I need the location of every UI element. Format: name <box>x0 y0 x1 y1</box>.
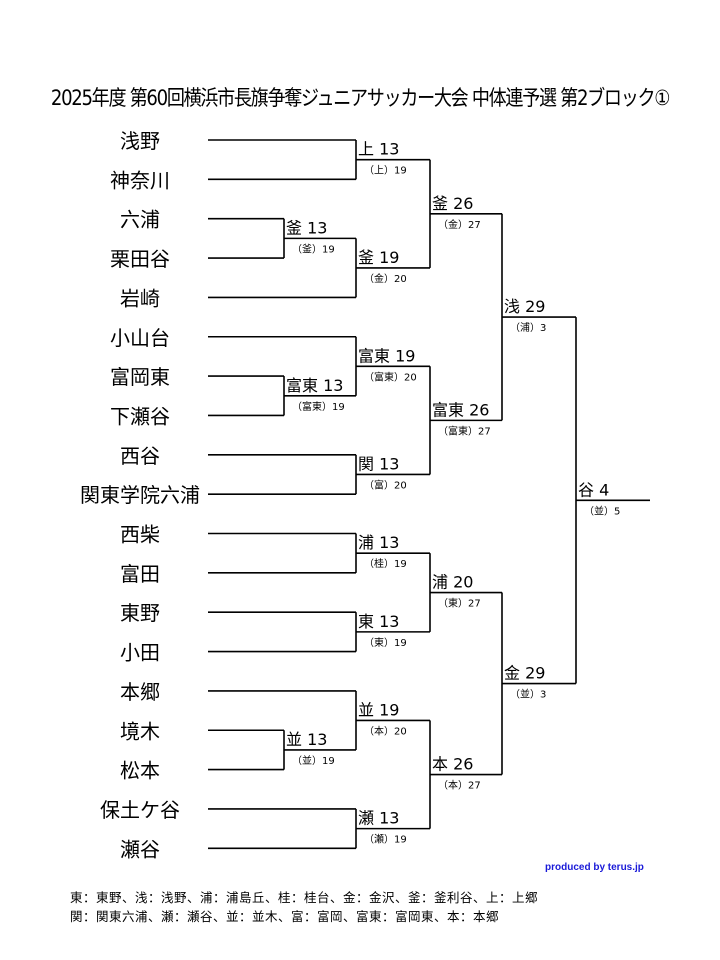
match-ref-label: （東）19 <box>364 636 407 649</box>
team-name: 瀬谷 <box>120 837 160 861</box>
match-ref-label: （金）27 <box>438 218 481 231</box>
team-name: 六浦 <box>120 208 160 232</box>
match-ref-label: （並）19 <box>292 754 335 767</box>
match-winner-label: 谷 4 <box>578 480 609 499</box>
match-winner-label: 東 13 <box>358 612 399 631</box>
team-name: 保土ケ谷 <box>100 798 180 822</box>
match-winner-label: 釜 26 <box>432 194 473 213</box>
match-winner-label: 並 13 <box>286 730 327 749</box>
match-ref-label: （並）5 <box>584 504 620 517</box>
match-ref-label: （並）3 <box>510 688 546 701</box>
match-winner-label: 富東 13 <box>286 376 343 395</box>
team-name: 本郷 <box>120 680 160 704</box>
team-name: 富岡東 <box>110 365 170 389</box>
bracket-title: 2025年度 第60回横浜市長旗争奪ジュニアサッカー大会 中体連予選 第2ブロッ… <box>50 86 671 110</box>
match-winner-label: 富東 19 <box>358 346 415 365</box>
match-ref-label: （本）27 <box>438 779 481 792</box>
match-ref-label: （富東）27 <box>438 424 491 437</box>
match-winner-label: 釜 13 <box>286 218 327 237</box>
match-ref-label: （浦）3 <box>510 321 546 334</box>
team-name: 境木 <box>120 719 160 743</box>
match-ref-label: （本）20 <box>364 724 407 737</box>
match-winner-label: 瀬 13 <box>358 809 399 828</box>
match-ref-label: （富東）20 <box>364 370 417 383</box>
match-ref-label: （桂）19 <box>364 557 407 570</box>
match-ref-label: （金）20 <box>364 272 407 285</box>
match-ref-label: （東）27 <box>438 597 481 610</box>
team-name: 西柴 <box>120 523 160 547</box>
match-winner-label: 上 13 <box>358 140 399 159</box>
match-winner-label: 浦 20 <box>432 573 473 592</box>
team-name: 小田 <box>120 641 160 665</box>
team-name: 関東学院六浦 <box>80 483 200 507</box>
match-winner-label: 本 26 <box>432 755 473 774</box>
team-name: 西谷 <box>120 444 160 468</box>
match-ref-label: （富東）19 <box>292 400 345 413</box>
team-name: 岩崎 <box>120 286 160 310</box>
legend-line-2: 関：関東六浦、瀬：瀬谷、並：並木、富：富岡、富東：富岡東、本：本郷 <box>70 909 500 924</box>
match-ref-label: （釜）19 <box>292 242 335 255</box>
team-name: 下瀬谷 <box>110 404 170 428</box>
team-name: 松本 <box>120 759 160 783</box>
match-ref-label: （上）19 <box>364 165 407 177</box>
team-name: 浅野 <box>120 129 160 153</box>
legend-line-1: 東：東野、浅：浅野、浦：浦島丘、桂：桂台、金：金沢、釜：釜利谷、上：上郷 <box>70 890 539 905</box>
team-name: 栗田谷 <box>110 247 170 271</box>
match-winner-label: 釜 19 <box>358 248 399 267</box>
team-name: 富田 <box>120 562 160 586</box>
team-name: 小山台 <box>110 326 170 350</box>
match-ref-label: （富）20 <box>364 478 407 491</box>
team-name: 神奈川 <box>110 168 170 192</box>
match-winner-label: 並 19 <box>358 700 399 719</box>
match-ref-label: （瀬）19 <box>364 834 407 846</box>
match-winner-label: 富東 26 <box>432 400 489 419</box>
match-winner-label: 金 29 <box>504 664 545 683</box>
match-winner-label: 関 13 <box>358 454 399 473</box>
match-winner-label: 浦 13 <box>358 533 399 552</box>
credit-text: produced by terus.jp <box>545 862 644 873</box>
match-winner-label: 浅 29 <box>504 297 545 316</box>
team-name: 東野 <box>120 601 160 625</box>
